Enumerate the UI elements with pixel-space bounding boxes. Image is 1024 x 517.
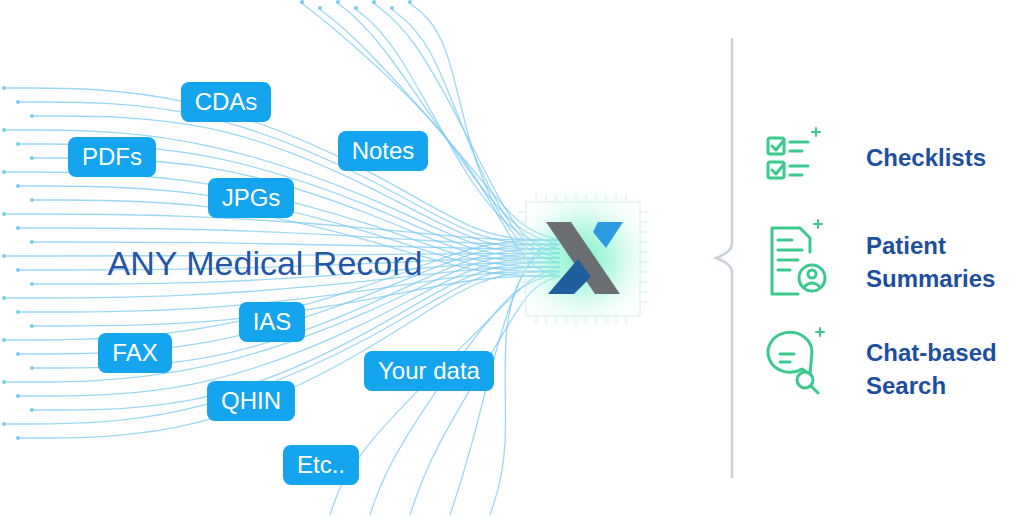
logo-glow — [503, 178, 663, 338]
source-pill: JPGs — [208, 178, 295, 218]
source-pill: QHIN — [207, 381, 295, 421]
pill-text: Etc.. — [297, 451, 345, 478]
flow-line-dot — [16, 226, 20, 230]
source-pill: FAX — [98, 333, 171, 373]
flow-line-dot — [2, 128, 6, 132]
flow-line-dot — [390, 6, 394, 10]
flow-line-dot — [30, 198, 34, 202]
source-pill: Etc.. — [283, 445, 359, 485]
flow-line-dot — [16, 436, 20, 440]
flow-line-dot — [30, 114, 34, 118]
flow-line-dot — [2, 212, 6, 216]
flow-line — [16, 272, 560, 439]
headline-text: ANY Medical Record — [108, 244, 423, 283]
flow-lines — [2, 0, 560, 515]
flow-line-dot — [16, 184, 20, 188]
pill-text: JPGs — [222, 184, 281, 211]
source-pill: Notes — [338, 131, 429, 171]
flow-line-dot — [408, 0, 412, 4]
flow-line-dot — [16, 142, 20, 146]
flow-line — [30, 116, 560, 249]
flow-line-dot — [30, 324, 34, 328]
checklist-icon — [768, 128, 820, 178]
flow-line-dot — [16, 352, 20, 356]
flow-line-dot — [318, 6, 322, 10]
flow-line-dot — [30, 282, 34, 286]
pill-text: PDFs — [82, 143, 142, 170]
flow-line-dot — [354, 6, 358, 10]
pill-text: IAS — [253, 308, 292, 335]
flow-line-dot — [2, 296, 6, 300]
logo-light-blue — [593, 222, 623, 248]
output-label: Patient Summaries — [866, 229, 1016, 295]
flow-line — [2, 88, 560, 240]
flow-line-dot — [16, 394, 20, 398]
pill-text: FAX — [112, 339, 157, 366]
flow-line-dot — [16, 310, 20, 314]
flow-line — [2, 267, 560, 424]
source-pill: Your data — [364, 351, 494, 391]
flow-line-dot — [30, 240, 34, 244]
logo-dark-blue — [548, 259, 591, 294]
flow-line — [2, 240, 560, 340]
flow-line-dot — [300, 0, 304, 4]
flow-line-dot — [16, 268, 20, 272]
flow-line — [16, 102, 560, 245]
flow-line — [16, 144, 560, 258]
flow-line — [30, 263, 560, 411]
flow-line-dot — [2, 422, 6, 426]
flow-line-dot — [336, 0, 340, 4]
pill-text: Your data — [378, 357, 480, 384]
source-pill: PDFs — [68, 137, 156, 177]
flow-line-dot — [30, 408, 34, 412]
flow-line-dot — [2, 170, 6, 174]
flow-line-dot — [2, 338, 6, 342]
pill-text: Notes — [352, 137, 415, 164]
logo-chip — [503, 178, 663, 338]
flow-line-dot — [2, 86, 6, 90]
flow-line-dot — [30, 156, 34, 160]
source-pill: IAS — [239, 302, 306, 342]
summary-icon — [772, 220, 825, 294]
output-label: Checklists — [866, 141, 1016, 174]
flow-line-dot — [2, 380, 6, 384]
pill-text: CDAs — [195, 88, 258, 115]
bracket-divider — [716, 38, 732, 478]
flow-line — [2, 130, 560, 254]
output-label: Chat-based Search — [866, 336, 1016, 402]
source-pill: CDAs — [181, 82, 272, 122]
flow-line-dot — [2, 254, 6, 258]
chat-search-icon — [768, 328, 824, 393]
flow-line-dot — [372, 0, 376, 4]
flow-line-dot — [30, 366, 34, 370]
flow-line-dot — [16, 100, 20, 104]
pill-text: QHIN — [221, 387, 281, 414]
